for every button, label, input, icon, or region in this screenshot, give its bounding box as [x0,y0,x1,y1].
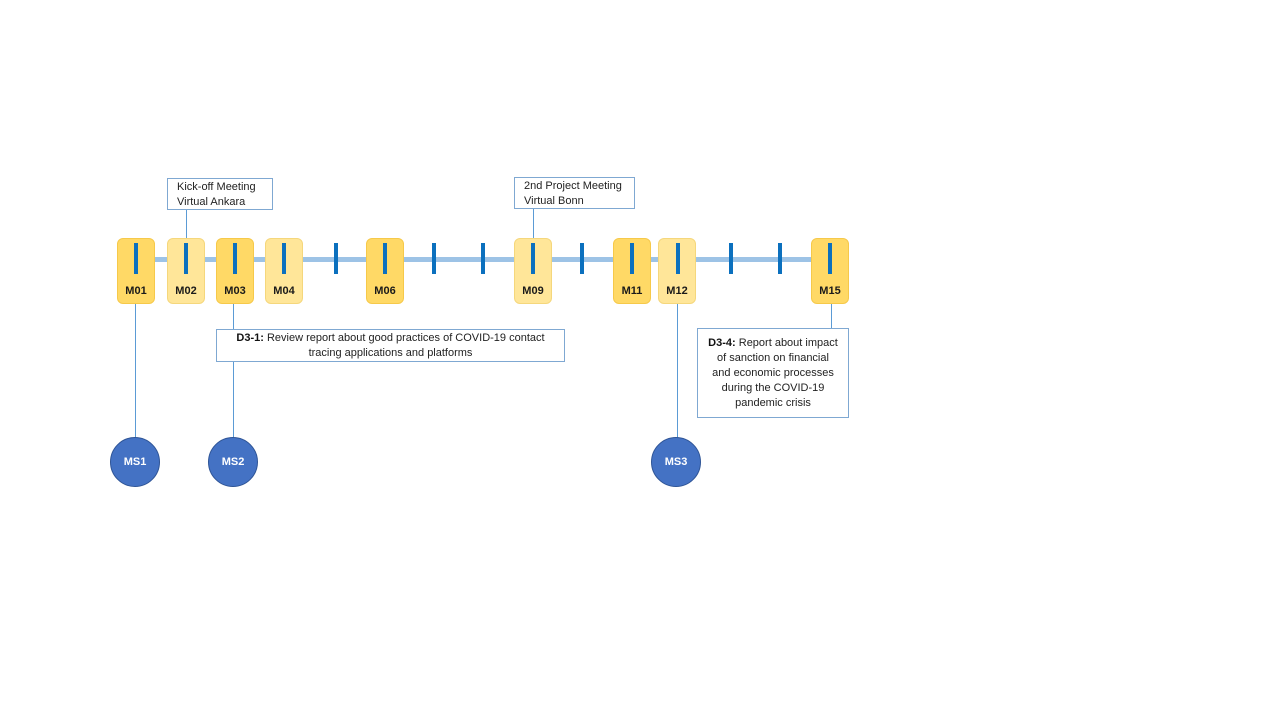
month-tick [828,243,832,274]
deliverable-d3-4-text-3: and economic processes [712,367,834,379]
month-label: M02 [175,285,197,297]
month-label: M06 [374,285,396,297]
deliverable-d3-1-id: D3-1: [236,332,264,344]
month-tick [184,243,188,274]
month-tick [282,243,286,274]
month-tick [233,243,237,274]
second-meeting-location: Virtual Bonn [524,195,584,207]
kickoff-connector [186,209,187,238]
kickoff-meeting-location: Virtual Ankara [177,196,246,208]
deliverable-d3-4-id: D3-4: [708,337,736,349]
month-label: M03 [224,285,246,297]
deliverable-d3-1-text-2: tracing applications and platforms [308,347,473,359]
deliverable-d3-1-text: Review report about good practices of CO… [266,332,545,344]
month-label: M04 [273,285,295,297]
deliverable-d3-4-text-5: pandemic crisis [735,397,811,409]
month-tick [729,243,733,274]
kickoff-meeting-title: Kick-off Meeting [177,181,256,193]
milestone-ms3: MS3 [651,437,701,487]
month-tick [134,243,138,274]
month-box-m06: M06 [366,238,404,304]
month-tick [432,243,436,274]
month-label: M11 [621,285,643,297]
ms2-connector [233,361,234,438]
deliverable-d3-4-text: Report about impact [738,337,838,349]
kickoff-meeting-callout: Kick-off Meeting Virtual Ankara [167,178,273,210]
month-label: M01 [125,285,147,297]
month-tick [580,243,584,274]
second-meeting-connector [533,208,534,238]
month-label: M12 [666,285,688,297]
milestone-ms2: MS2 [208,437,258,487]
d31-connector [233,304,234,329]
month-tick [676,243,680,274]
d34-connector [831,304,832,328]
deliverable-d3-4-callout: D3-4: Report about impact of sanction on… [697,328,849,418]
second-meeting-title: 2nd Project Meeting [524,180,622,192]
month-tick [531,243,535,274]
month-tick [778,243,782,274]
month-label: M15 [819,285,841,297]
month-label: M09 [522,285,544,297]
month-tick [334,243,338,274]
second-meeting-callout: 2nd Project Meeting Virtual Bonn [514,177,635,209]
milestone-ms1: MS1 [110,437,160,487]
month-tick [383,243,387,274]
deliverable-d3-4-text-4: during the COVID-19 [721,382,825,394]
deliverable-d3-1-callout: D3-1: Review report about good practices… [216,329,565,362]
ms3-connector [677,304,678,438]
month-tick [481,243,485,274]
deliverable-d3-4-text-2: of sanction on financial [717,352,829,364]
ms1-connector [135,304,136,438]
month-tick [630,243,634,274]
